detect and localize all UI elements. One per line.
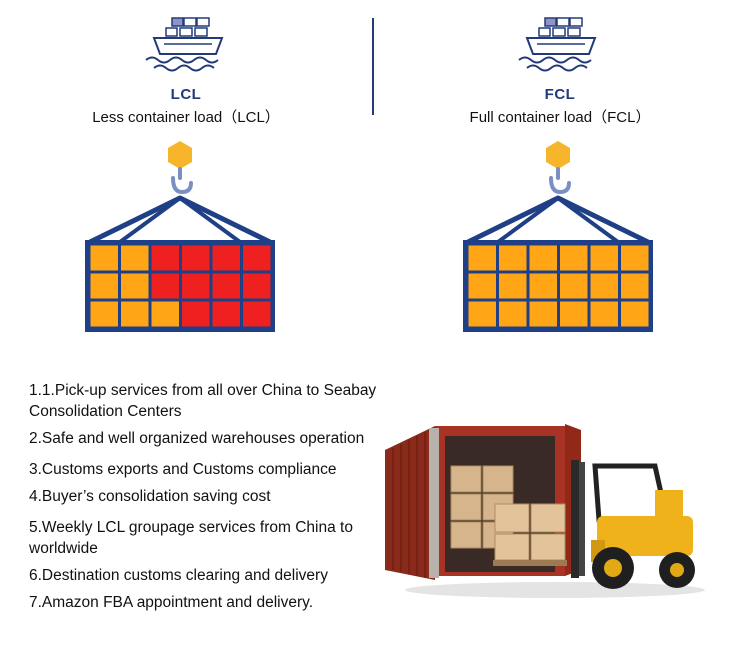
cargo-box-icon — [90, 301, 118, 327]
cargo-box-icon — [621, 301, 649, 327]
cargo-box-icon — [529, 273, 557, 299]
fcl-ship-icon — [518, 17, 597, 72]
section-divider — [372, 18, 374, 115]
cargo-box-icon — [590, 273, 618, 299]
lcl-container-icon — [85, 141, 275, 332]
feature-item: 6.Destination customs clearing and deliv… — [29, 567, 328, 584]
cargo-box-icon — [560, 273, 588, 299]
cargo-box-icon — [621, 245, 649, 271]
cargo-box-icon — [529, 301, 557, 327]
cargo-box-icon — [499, 273, 527, 299]
cargo-box-icon — [560, 301, 588, 327]
cargo-box-icon — [243, 273, 271, 299]
cargo-box-icon — [468, 245, 496, 271]
lcl-ship-icon — [145, 17, 224, 72]
cargo-box-icon — [560, 245, 588, 271]
fcl-short-label: FCL — [544, 86, 576, 103]
cargo-box-icon — [151, 301, 179, 327]
cargo-box-icon — [212, 245, 240, 271]
cargo-box-icon — [468, 301, 496, 327]
cargo-box-icon — [121, 273, 149, 299]
cargo-box-icon — [90, 245, 118, 271]
cargo-box-icon — [529, 245, 557, 271]
cargo-box-icon — [182, 273, 210, 299]
container-forklift-illustration — [385, 424, 705, 598]
cargo-box-icon — [121, 301, 149, 327]
fcl-full-label: Full container load（FCL） — [469, 109, 651, 126]
cargo-box-icon — [499, 245, 527, 271]
cargo-box-icon — [243, 301, 271, 327]
cargo-box-icon — [212, 273, 240, 299]
cargo-box-icon — [151, 273, 179, 299]
fcl-container-icon — [463, 141, 653, 332]
cargo-box-icon — [621, 273, 649, 299]
lcl-short-label: LCL — [170, 86, 202, 103]
cargo-box-icon — [499, 301, 527, 327]
lcl-full-label: Less container load（LCL） — [92, 109, 280, 126]
cargo-box-icon — [151, 245, 179, 271]
cargo-box-icon — [182, 301, 210, 327]
cargo-box-icon — [468, 273, 496, 299]
cargo-box-icon — [182, 245, 210, 271]
feature-list: 1.1.Pick-up services from all over China… — [29, 380, 389, 613]
feature-item: 2.Safe and well organized warehouses ope… — [29, 430, 365, 447]
feature-item: 1.1.Pick-up services from all over China… — [29, 382, 377, 420]
cargo-box-icon — [212, 301, 240, 327]
cargo-box-icon — [90, 273, 118, 299]
feature-item: 5.Weekly LCL groupage services from Chin… — [29, 519, 353, 557]
cargo-box-icon — [590, 245, 618, 271]
cargo-box-icon — [590, 301, 618, 327]
feature-item: 7.Amazon FBA appointment and delivery. — [29, 594, 314, 611]
feature-item: 3.Customs exports and Customs compliance — [29, 461, 337, 478]
cargo-box-icon — [121, 245, 149, 271]
feature-item: 4.Buyer’s consolidation saving cost — [29, 488, 271, 505]
cargo-box-icon — [243, 245, 271, 271]
